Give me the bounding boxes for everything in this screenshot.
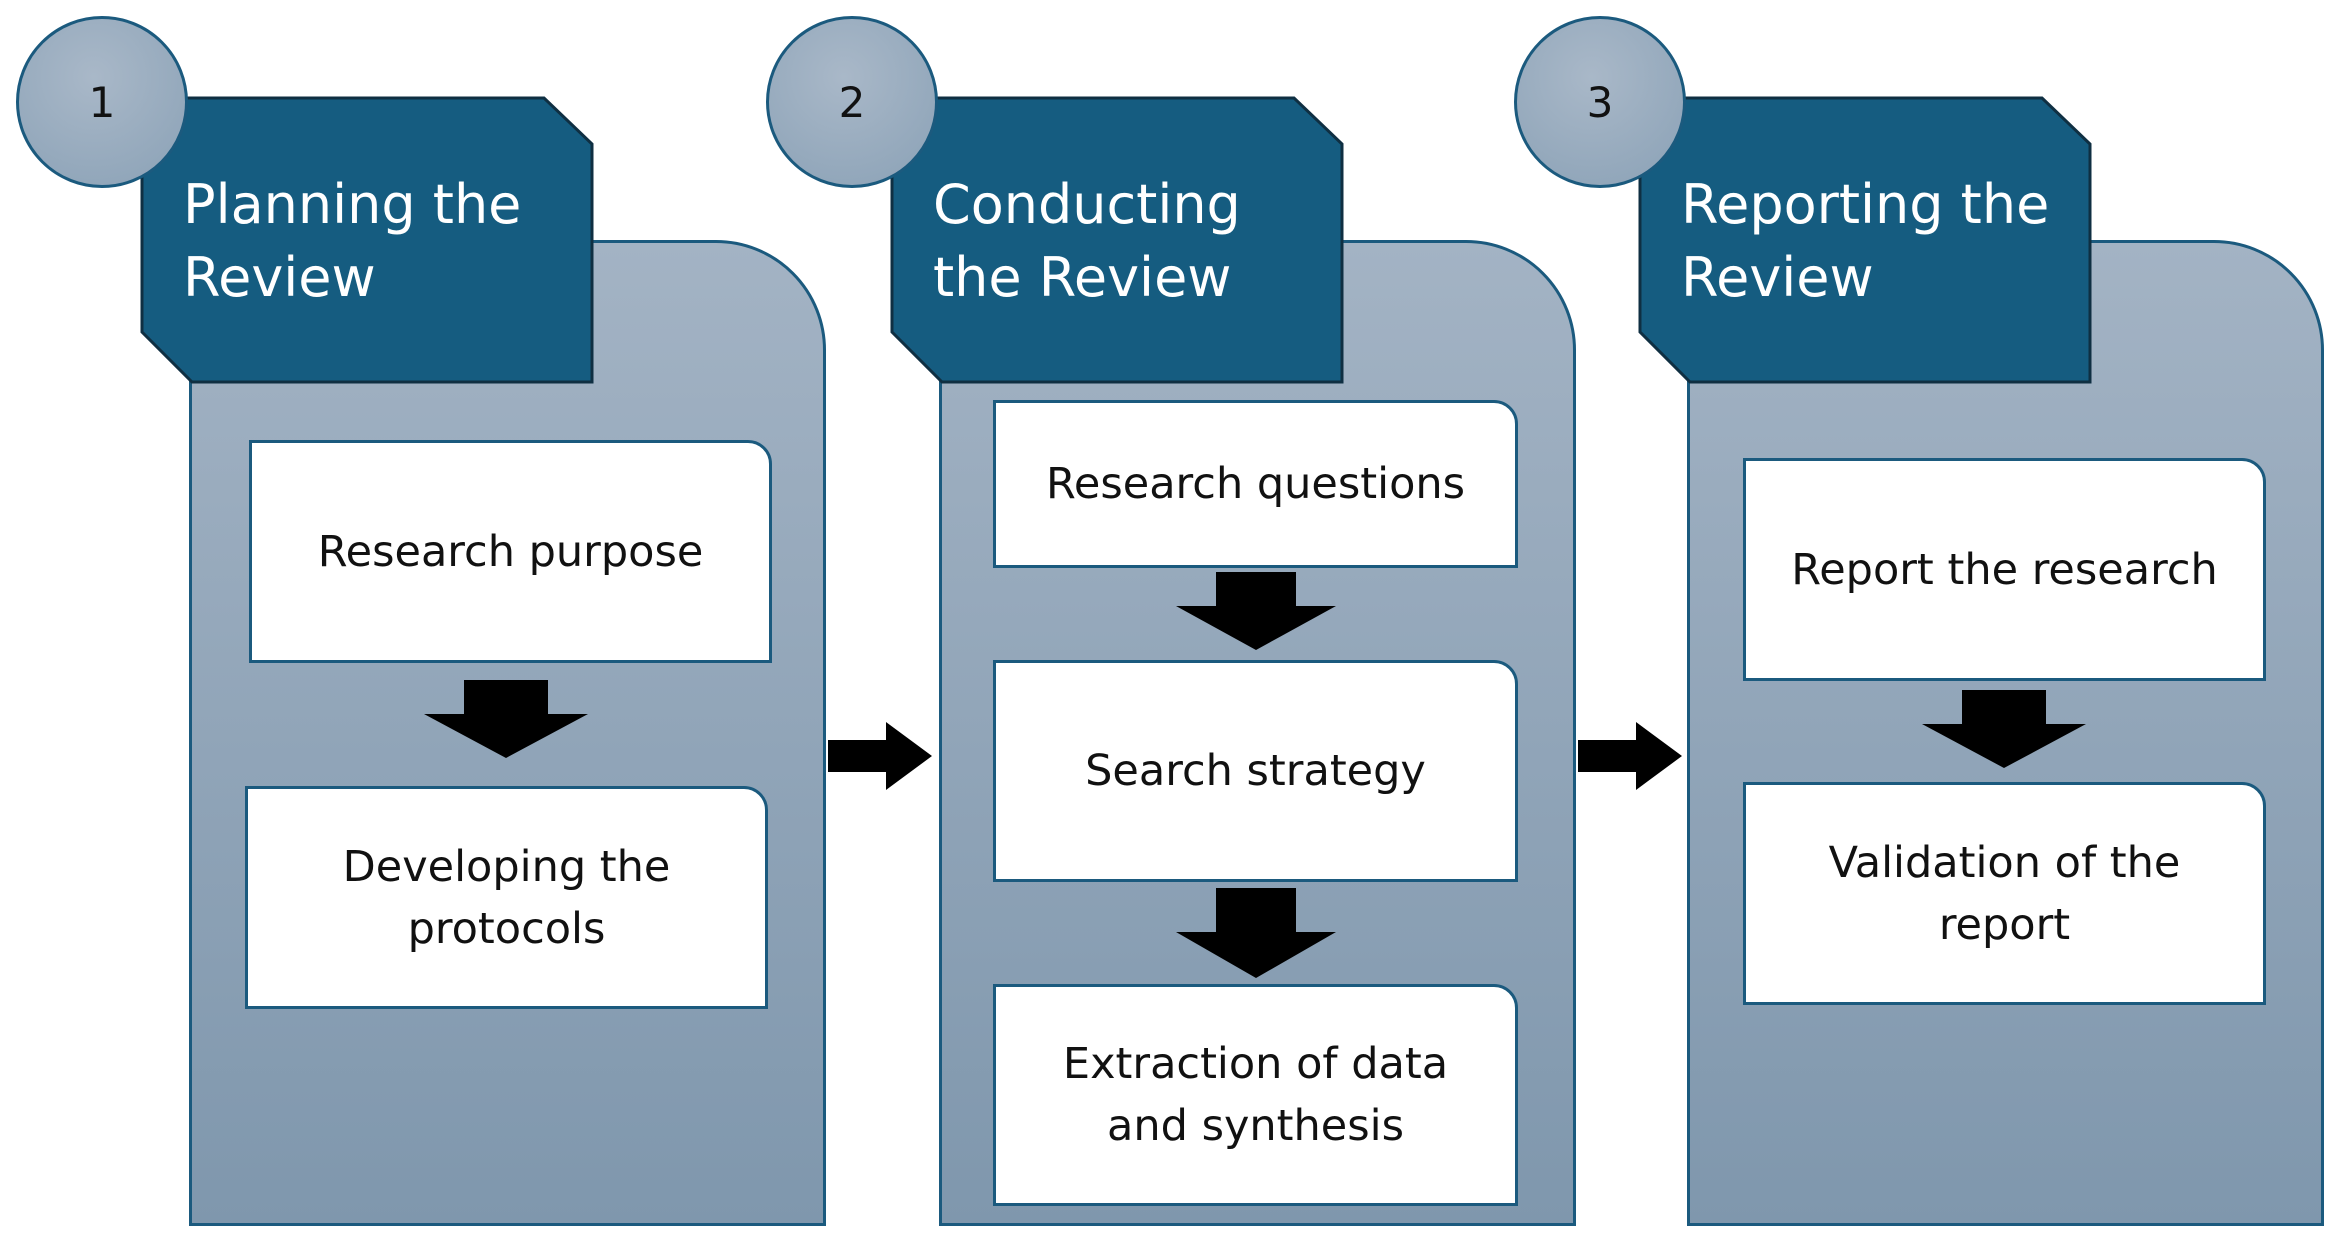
step-search-strategy: Search strategy (993, 660, 1518, 882)
down-arrow-icon (1176, 888, 1336, 978)
step-report-research: Report the research (1743, 458, 2266, 681)
phase-conducting: Conducting the Review 2 Research questio… (750, 0, 1590, 1244)
step-research-purpose: Research purpose (249, 440, 772, 663)
down-arrow-icon (1922, 690, 2086, 768)
step-validation-report: Validation of the report (1743, 782, 2266, 1005)
right-arrow-icon (1578, 722, 1682, 790)
phase-header-shape (140, 96, 594, 384)
phase-title: Planning the Review (183, 173, 522, 309)
phase-header-shape (890, 96, 1344, 384)
phase-number-badge: 3 (1514, 16, 1686, 188)
phase-reporting: Reporting the Review 3 Report the resear… (1498, 0, 2338, 1244)
phase-title: Conducting the Review (933, 173, 1241, 309)
down-arrow-icon (424, 680, 588, 758)
phase-number-badge: 1 (16, 16, 188, 188)
right-arrow-icon (828, 722, 932, 790)
phase-planning: Planning the Review 1 Research purpose D… (0, 0, 840, 1244)
step-extraction-synthesis: Extraction of data and synthesis (993, 984, 1518, 1206)
down-arrow-icon (1176, 572, 1336, 650)
phase-header-shape (1638, 96, 2092, 384)
step-research-questions: Research questions (993, 400, 1518, 568)
phase-title: Reporting the Review (1681, 173, 2050, 309)
phase-number-badge: 2 (766, 16, 938, 188)
step-developing-protocols: Developing the protocols (245, 786, 768, 1009)
